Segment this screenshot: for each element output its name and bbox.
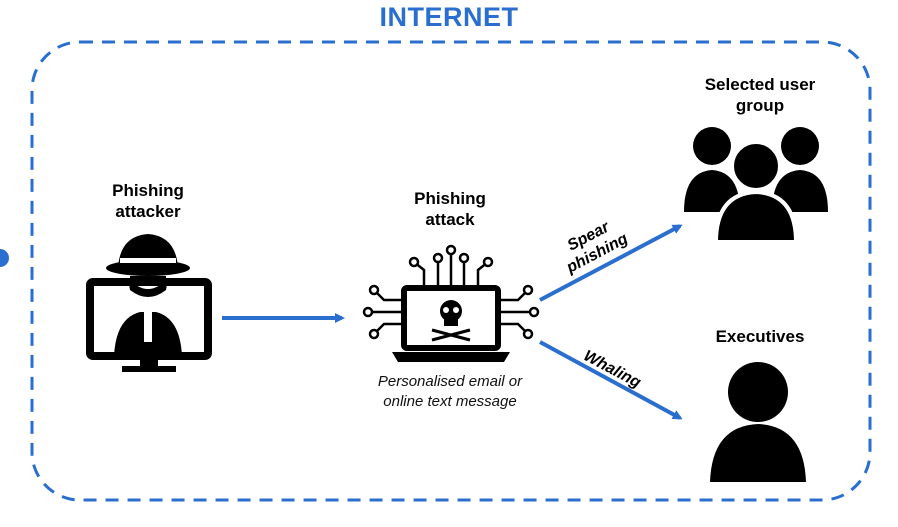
group-label-line1: Selected user [704, 75, 816, 94]
arrow-spear-phishing [539, 224, 683, 302]
executives-label: Executives [715, 327, 805, 346]
group-label-line2: group [735, 96, 785, 116]
diagram-title: INTERNET [379, 2, 519, 32]
executive-icon [710, 362, 806, 482]
arrow-whaling [539, 340, 683, 420]
attack-label: Phishing attack [390, 188, 510, 231]
group-label: Selected user group [680, 74, 840, 117]
spy-icon [86, 234, 212, 372]
laptop-skull-icon [362, 244, 540, 362]
attacker-label-line1: Phishing [112, 181, 184, 200]
user-group-icon [684, 127, 828, 244]
attacker-label-line2: attacker [115, 202, 181, 222]
attack-label-line2: attack [425, 210, 475, 230]
attacker-label: Phishing attacker [88, 180, 208, 223]
attack-caption: Personalised email or online text messag… [350, 372, 550, 413]
edge-marker-dot [0, 249, 9, 267]
attack-label-line1: Phishing [414, 189, 486, 208]
internet-boundary [30, 40, 872, 502]
attack-caption-line1: Personalised email or [377, 373, 523, 390]
attack-caption-line2: online text message [383, 393, 517, 411]
